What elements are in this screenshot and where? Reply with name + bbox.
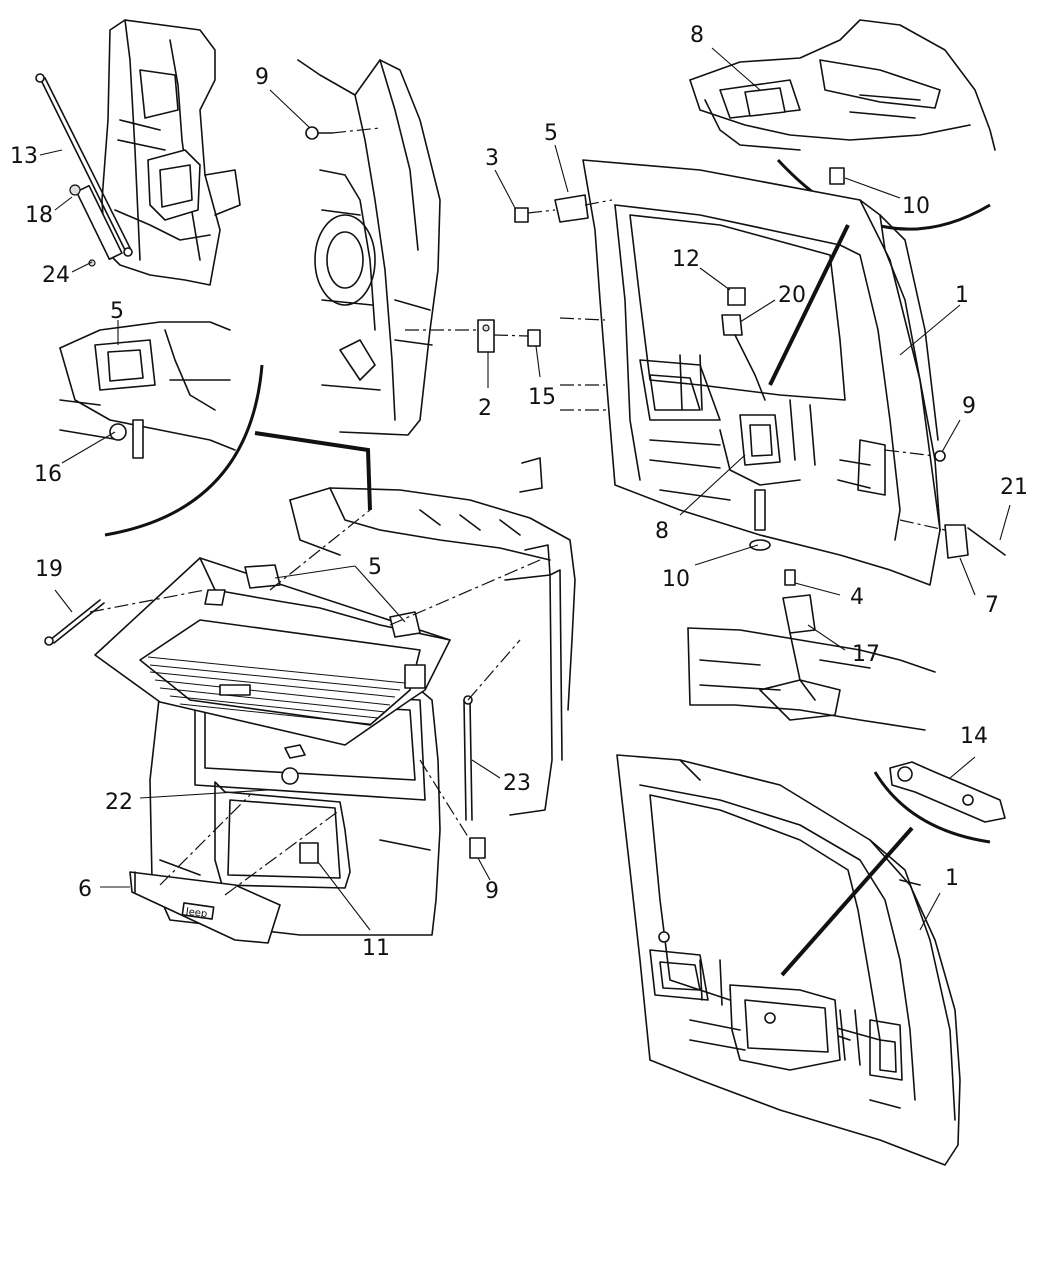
callout-11: 11 (362, 936, 390, 961)
callout-5-top: 5 (544, 121, 558, 146)
callout-9-right: 9 (962, 394, 976, 419)
callout-10-mid: 10 (662, 567, 690, 592)
liftgate-inner-panel-upper (514, 159, 1006, 586)
callout-4: 4 (850, 585, 864, 610)
callout-9-center: 9 (485, 879, 499, 904)
callout-6: 6 (78, 877, 92, 902)
detail-link-line-left (254, 431, 372, 511)
floor-bracket-detail (59, 321, 236, 459)
callout-15: 15 (528, 385, 556, 410)
floor-striker-detail (687, 569, 936, 731)
callout-8-mid: 8 (655, 519, 669, 544)
callout-13: 13 (10, 144, 38, 169)
callout-labels: 13 18 24 9 3 5 8 10 12 20 1 5 2 15 16 9 … (10, 23, 1028, 961)
callout-16: 16 (34, 462, 62, 487)
callout-21: 21 (1000, 475, 1028, 500)
callout-17: 17 (852, 642, 880, 667)
callout-12: 12 (672, 247, 700, 272)
callout-5-left: 5 (110, 299, 124, 324)
callout-22: 22 (105, 790, 133, 815)
detail-boundary-arc-bottom-right (873, 771, 991, 844)
callout-1-bottom: 1 (945, 866, 959, 891)
callout-24: 24 (42, 263, 70, 288)
callout-8-top: 8 (690, 23, 704, 48)
callout-1-top: 1 (955, 283, 969, 308)
callout-14: 14 (960, 724, 988, 749)
callout-10-top: 10 (902, 194, 930, 219)
callout-18: 18 (25, 203, 53, 228)
callout-3: 3 (485, 146, 499, 171)
detail-link-line-bottom (780, 826, 914, 977)
floor-latch-detail (689, 19, 996, 185)
callout-7: 7 (985, 593, 999, 618)
detail-boundary-arc-left (104, 364, 264, 537)
liftgate-inner-panel-lower (616, 754, 961, 1166)
vehicle-rear-assembly: Jeep (44, 487, 576, 944)
callout-23: 23 (503, 771, 531, 796)
detail-link-line-top (768, 224, 850, 386)
callout-5-center: 5 (368, 555, 382, 580)
callout-2: 2 (478, 396, 492, 421)
leader-lines (39, 47, 1011, 931)
jeep-badge: Jeep (184, 906, 208, 920)
pillar-strut-assembly (35, 19, 241, 286)
callout-19: 19 (35, 557, 63, 582)
callout-9-top: 9 (255, 65, 269, 90)
quarter-interior-assembly (297, 59, 541, 436)
hinge-detail (889, 761, 1006, 823)
callout-20: 20 (778, 283, 806, 308)
